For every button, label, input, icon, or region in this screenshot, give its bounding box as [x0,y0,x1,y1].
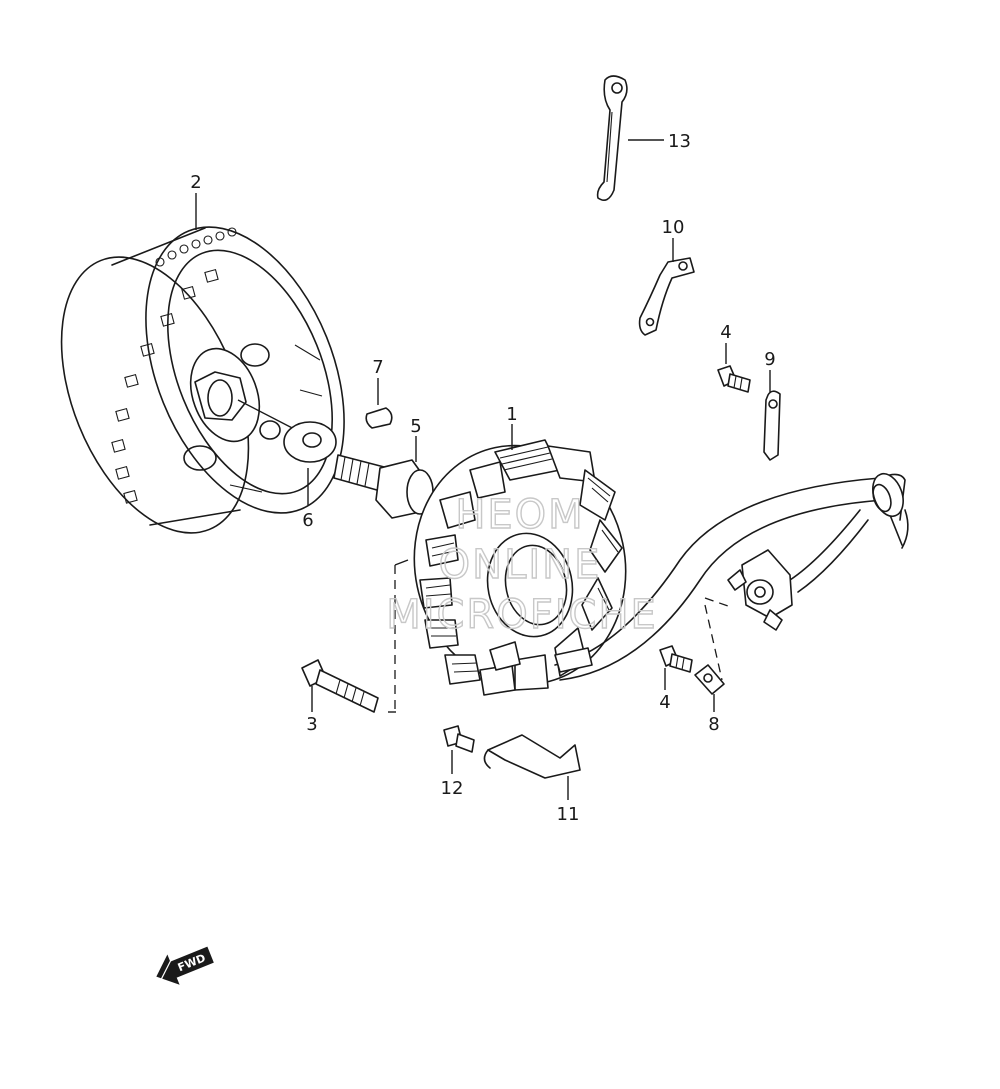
screw-upper[interactable] [717,343,751,393]
part-label-6: 6 [302,510,313,531]
part-label-3: 3 [306,714,317,735]
part-label-12: 12 [441,778,464,799]
watermark-line-1: HEOM [455,492,584,538]
woodruff-key[interactable] [365,407,393,429]
wire-bracket[interactable] [638,238,695,336]
harness-clamp-strap[interactable] [596,75,664,201]
part-label-13: 13 [668,131,691,152]
part-label-4-lower: 4 [659,692,670,713]
part-labels: 1 2 3 4 4 5 6 7 8 9 10 11 12 13 [190,131,775,825]
guide-screw[interactable] [443,725,475,774]
wire-guide-plate[interactable] [483,734,581,800]
part-label-11: 11 [557,804,580,825]
watermark: HEOM ONLINE MICROFICHE [385,491,658,638]
stator-coil[interactable] [388,426,909,713]
part-label-5: 5 [410,416,421,437]
leader-lines [195,193,513,505]
pickup-retainer[interactable] [694,664,725,712]
rotor-bolt[interactable] [333,454,434,519]
part-label-2: 2 [190,172,201,193]
part-label-7: 7 [372,357,383,378]
screw-lower[interactable] [659,645,693,690]
wire-clip[interactable] [763,370,781,461]
part-label-4-upper: 4 [720,322,731,343]
pickup-coil[interactable] [704,549,793,681]
rotor-flywheel[interactable] [25,198,383,560]
watermark-line-3: MICROFICHE [386,592,658,638]
watermark-line-2: ONLINE [439,542,602,588]
part-label-1: 1 [506,404,517,425]
part-label-9: 9 [764,349,775,370]
stator-bolt[interactable] [301,659,379,713]
washer[interactable] [283,421,337,463]
forward-direction-arrow: FWD [156,946,214,985]
part-label-10: 10 [662,217,685,238]
part-label-8: 8 [708,714,719,735]
